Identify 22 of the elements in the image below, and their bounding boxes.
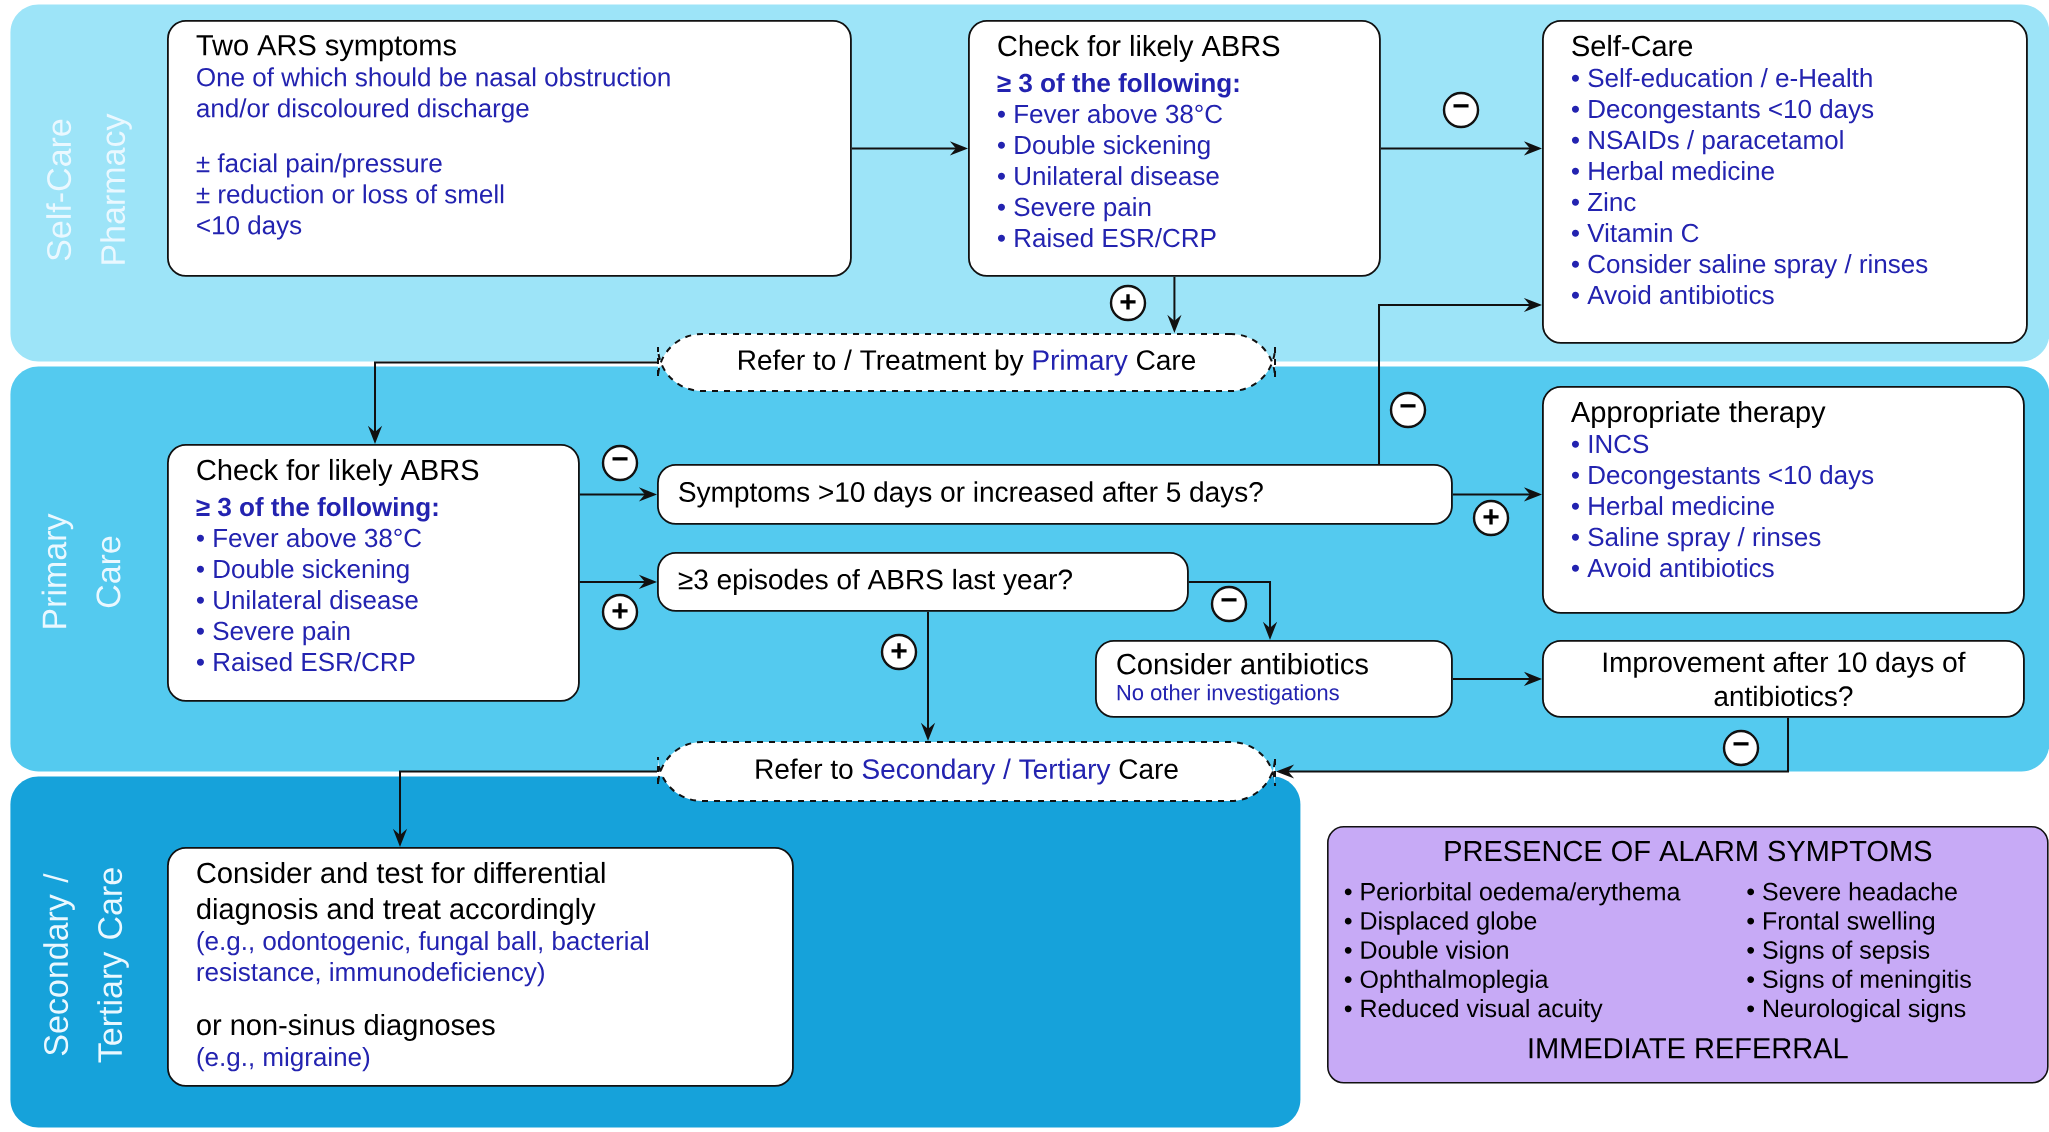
edge-label: − [1210,585,1248,623]
edge-label: − [1722,729,1760,767]
process-box: Consider and test for differential diagnosis and treat accordingly (e.g., odontogenic, fungal ball, bacterial resistance, immunodeficiency) or non-sinus diagnoses (e.g., migraine) [167,847,794,1087]
edge-label: + [1472,499,1510,537]
process-box: Two ARS symptoms One of which should be nasal obstruction and/or discoloured discharge ± facial pain/pressure ± reduction or loss of smell <10 days [167,20,852,277]
criteria-box: Check for likely ABRS ≥ 3 of the following: • Fever above 38°C • Double sickening • Unilateral disease • Severe pain • Raised ESR/CRP [167,444,580,702]
referral-box: Refer to / Treatment by Primary Care [657,333,1276,392]
edge-label: − [1389,391,1427,429]
alarm-box: PRESENCE OF ALARM SYMPTOMS • Periorbital oedema/erythema • Displaced globe • Double vision • Ophthalmoplegia • Reduced visual acuity • Severe headache • Frontal swelling • Signs of sepsis • Signs of meningitis • Neurological signs IMMEDIATE REFERRAL [1327,826,2049,1084]
treatment-box: Appropriate therapy • INCS • Decongestants <10 days • Herbal medicine • Saline spray / rinses • Avoid antibiotics [1542,386,2025,614]
question-box: Improvement after 10 days of antibiotics? [1542,640,2025,718]
edge-label: + [601,593,639,631]
question-box: ≥3 episodes of ABRS last year? [657,552,1189,612]
edge-label: − [601,444,639,482]
process-box: Consider antibiotics No other investigations [1095,640,1453,718]
edge-label: + [1109,284,1147,322]
edge-label: − [1442,91,1480,129]
treatment-box: Self-Care • Self-education / e-Health • Decongestants <10 days • NSAIDs / paracetamol • Herbal medicine • Zinc • Vitamin C • Consider saline spray / rinses • Avoid antibiotics [1542,20,2028,344]
criteria-box: Check for likely ABRS ≥ 3 of the following: • Fever above 38°C • Double sickening • Unilateral disease • Severe pain • Raised ESR/CRP [968,20,1381,277]
edge-label: + [880,633,918,671]
question-box: Symptoms >10 days or increased after 5 days? [657,464,1453,525]
referral-box: Refer to Secondary / Tertiary Care [657,741,1276,802]
